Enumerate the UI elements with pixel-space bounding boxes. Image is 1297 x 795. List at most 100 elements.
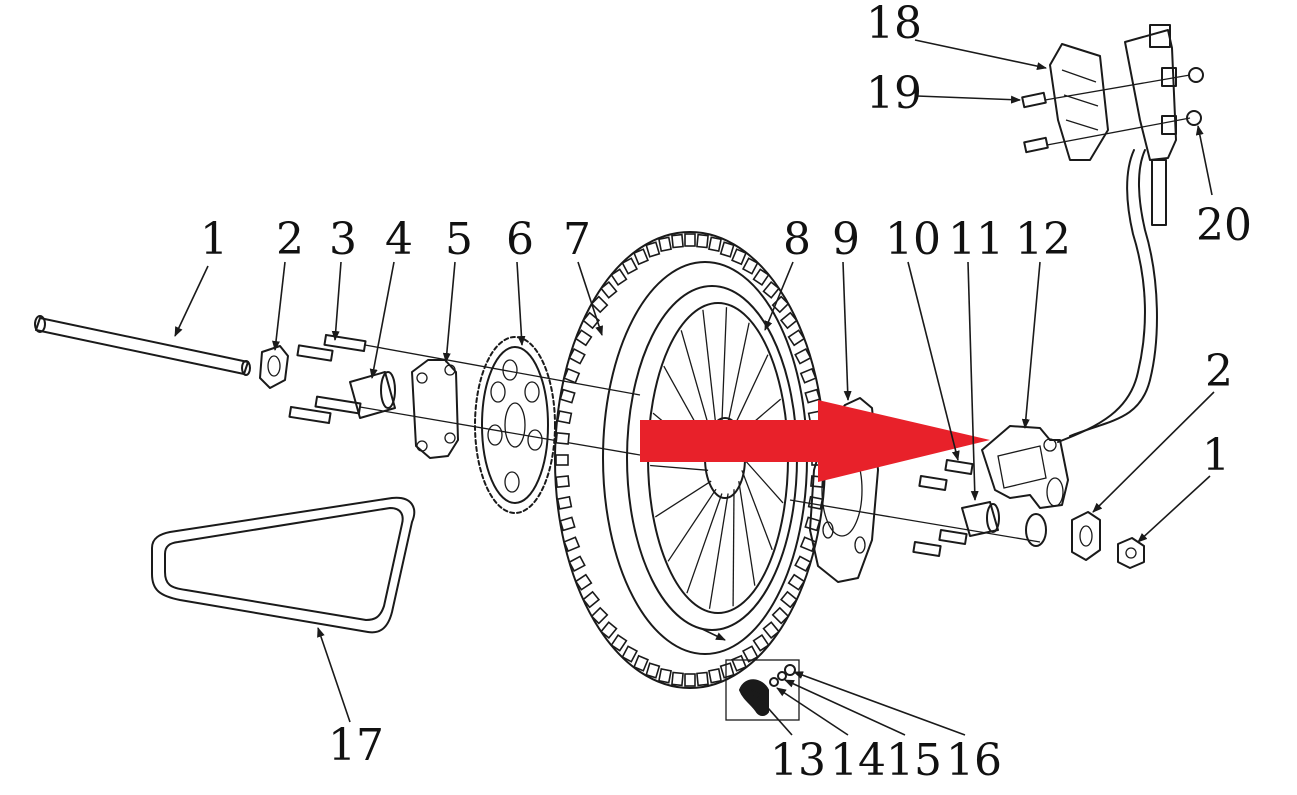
tyre-tread-knob	[762, 280, 780, 299]
tyre-tread-knob	[590, 606, 609, 625]
callout-12: 12	[1015, 214, 1071, 265]
tyre-tread-knob	[621, 257, 639, 275]
tyre-tread-knob	[762, 621, 780, 640]
callout-15: 15	[886, 735, 942, 786]
tyre-tread-knob	[556, 410, 573, 425]
bracket-nuts	[1186, 67, 1204, 126]
tyre-tread-knob	[657, 668, 673, 684]
tyre-tread-knob	[787, 329, 806, 347]
tyre-tread-knob	[799, 367, 817, 384]
wheel-spoke	[702, 309, 717, 427]
tyre-tread-knob	[559, 388, 576, 404]
tyre-tread-knob	[590, 295, 609, 314]
tyre-tread-knob	[741, 257, 759, 275]
wheel-spoke	[654, 480, 712, 518]
tyre-tread-knob	[600, 280, 618, 299]
wheel-spoke	[721, 307, 728, 423]
tyre-tread-knob	[752, 634, 770, 652]
tyre-tread-knob	[559, 516, 576, 532]
tyre-tread-knob	[804, 388, 821, 404]
callout-labels: 1 2 3 4 5 6 7 8 9 10 11 12 2 1 17 13 14 …	[200, 0, 1252, 786]
callout-13: 13	[770, 735, 826, 786]
tyre-tread-knob	[556, 495, 573, 510]
tyre-tread-knob	[779, 311, 798, 330]
tyre-tread-knob	[671, 233, 684, 249]
wheel-spoke	[686, 493, 723, 594]
axle-nut-right	[1071, 511, 1101, 561]
tyre-tread-knob	[555, 431, 570, 445]
callout-7: 7	[563, 214, 591, 265]
tyre-tread-knob	[707, 236, 723, 253]
tyre-tread-knob	[657, 236, 673, 252]
callout-3: 3	[329, 214, 357, 265]
callout-16: 16	[946, 735, 1002, 786]
callout-10: 10	[885, 214, 941, 265]
tyre-tread-knob	[794, 555, 812, 573]
callout-1-left: 1	[200, 214, 228, 265]
axle-nut-left	[259, 345, 289, 389]
tyre-tread-knob	[645, 241, 661, 258]
tyre-tread-knob	[696, 233, 709, 249]
tyre-tread-knob	[684, 233, 696, 247]
tyre-tread-knob	[752, 268, 770, 286]
tyre-tread-knob	[731, 248, 747, 266]
tyre-tread-knob	[563, 536, 581, 553]
tyre-tread-knob	[582, 311, 601, 330]
brake-caliper	[981, 425, 1069, 509]
callout-9: 9	[832, 214, 860, 265]
callout-8: 8	[783, 214, 811, 265]
callout-17: 17	[328, 720, 384, 771]
axle	[34, 315, 251, 376]
tyre-tread-knob	[719, 241, 735, 258]
tyre-tread-knob	[741, 645, 759, 663]
wheel-spoke	[741, 470, 773, 551]
tyre-tread-knob	[633, 248, 649, 266]
wheel-spoke	[742, 457, 784, 504]
rear-sprocket	[474, 336, 556, 514]
tyre-tread-knob	[804, 516, 821, 532]
tyre-tread-knob	[645, 662, 661, 679]
tyre-tread-knob	[574, 573, 593, 591]
tyre-tread-knob	[633, 654, 649, 672]
sprocket-plate	[411, 359, 459, 459]
wheel-spoke	[667, 488, 717, 562]
wheel-spoke	[727, 322, 750, 423]
tyre-tread-knob	[582, 590, 601, 609]
tyre-tread-knob	[555, 454, 569, 466]
callout-4: 4	[385, 214, 413, 265]
spacer-left	[349, 371, 396, 419]
tyre-tread-knob	[787, 573, 806, 591]
tyre-tread-knob	[671, 671, 684, 687]
wheel-spoke	[708, 493, 729, 609]
tyre-tread-knob	[610, 634, 628, 652]
callout-2-right: 2	[1205, 346, 1233, 397]
callout-6: 6	[506, 214, 534, 265]
tyre-tread-knob	[794, 347, 812, 365]
tyre-tread-knob	[563, 367, 581, 384]
callout-18: 18	[866, 0, 922, 49]
tyre-tread-knob	[696, 671, 709, 687]
callout-11: 11	[948, 214, 1004, 265]
tyre-tread-knob	[600, 621, 618, 640]
callout-14: 14	[830, 735, 886, 786]
callout-5: 5	[445, 214, 473, 265]
tyre-tread-knob	[610, 268, 628, 286]
tyre-tread-knob	[731, 654, 747, 672]
wheel-spoke	[733, 354, 769, 428]
bracket-bolts	[1021, 74, 1191, 154]
callout-20: 20	[1196, 200, 1252, 251]
callout-1-right: 1	[1202, 430, 1230, 481]
callout-2-left: 2	[276, 214, 304, 265]
tyre-tread-knob	[707, 668, 723, 684]
tyre-tread-knob	[574, 329, 593, 347]
axle-end-nut	[1117, 537, 1145, 569]
tyre-tread-knob	[568, 347, 586, 365]
spacer-right	[961, 501, 1047, 547]
tyre-tread-knob	[771, 606, 790, 625]
tyre-tread-knob	[719, 662, 735, 679]
sprocket-bolts	[288, 333, 641, 456]
tyre-tread-knob	[555, 475, 570, 489]
callout-19: 19	[866, 68, 922, 119]
